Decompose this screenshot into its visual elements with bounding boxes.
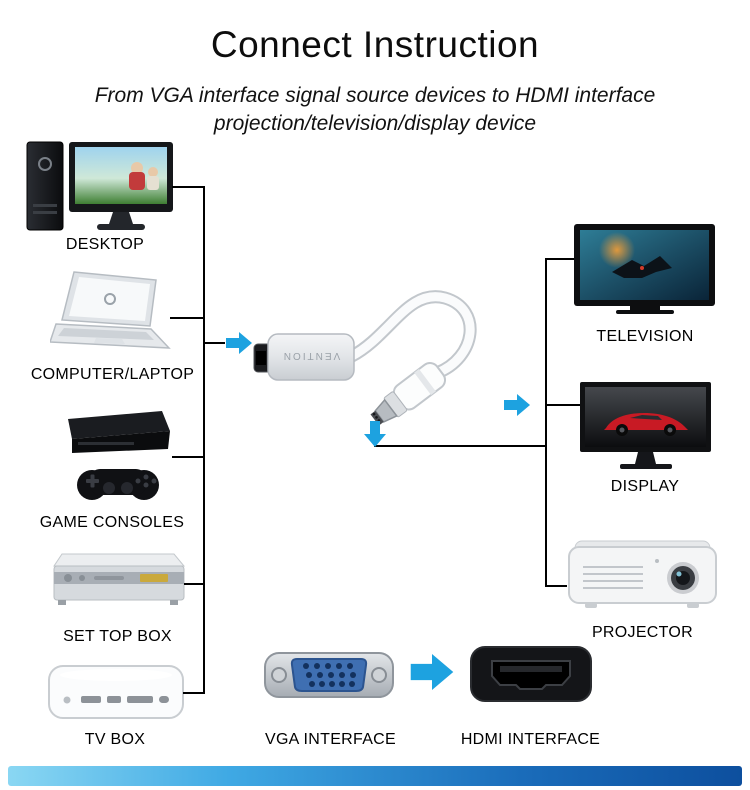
adapter-brand-text: VENTION <box>282 350 340 361</box>
connector-line-settop <box>184 583 203 585</box>
connector-line-tvbox <box>183 692 203 694</box>
vga-interface-illustration <box>263 643 395 707</box>
vga-interface-label: VGA INTERFACE <box>264 731 397 748</box>
connector-line-tv <box>547 258 574 260</box>
connector-line-left-trunk <box>203 186 205 694</box>
desktop-illustration <box>25 138 175 238</box>
television-illustration <box>572 222 717 322</box>
laptop-label: COMPUTER/LAPTOP <box>30 366 195 383</box>
connector-line-out-horizontal <box>374 445 547 447</box>
display-label: DISPLAY <box>610 478 680 495</box>
set-top-box-label: SET TOP BOX <box>63 628 172 645</box>
connector-line-right-trunk <box>545 258 547 587</box>
subtitle: From VGA interface signal source devices… <box>0 82 750 139</box>
subtitle-line-2: projection/television/display device <box>213 112 537 136</box>
hdmi-interface-label: HDMI INTERFACE <box>460 731 601 748</box>
tv-box-illustration <box>45 660 187 726</box>
page-title: Connect Instruction <box>210 24 540 65</box>
hdmi-interface-illustration <box>470 646 592 702</box>
connector-line-desktop <box>172 186 203 188</box>
arrow-right-icon <box>504 394 530 416</box>
display-illustration <box>578 380 713 472</box>
vga-to-hdmi-adapter-illustration: VENTION <box>240 272 510 450</box>
arrow-down-icon <box>364 421 386 447</box>
subtitle-line-1: From VGA interface signal source devices… <box>94 84 656 107</box>
footer-gradient-bar <box>8 766 742 786</box>
connector-line-game <box>172 456 203 458</box>
desktop-label: DESKTOP <box>65 236 145 253</box>
laptop-illustration <box>50 270 175 360</box>
television-label: TELEVISION <box>596 328 694 345</box>
projector-label: PROJECTOR <box>591 624 694 641</box>
set-top-box-illustration <box>48 546 188 621</box>
arrow-right-icon <box>410 654 454 690</box>
connector-line-feed <box>203 342 225 344</box>
connector-line-projector <box>547 585 567 587</box>
connector-line-display <box>547 404 580 406</box>
game-consoles-illustration <box>62 405 174 507</box>
tv-box-label: TV BOX <box>84 731 146 748</box>
connector-line-laptop <box>170 317 203 319</box>
arrow-right-icon <box>226 332 252 354</box>
projector-illustration <box>565 533 720 618</box>
game-consoles-label: GAME CONSOLES <box>39 514 185 531</box>
